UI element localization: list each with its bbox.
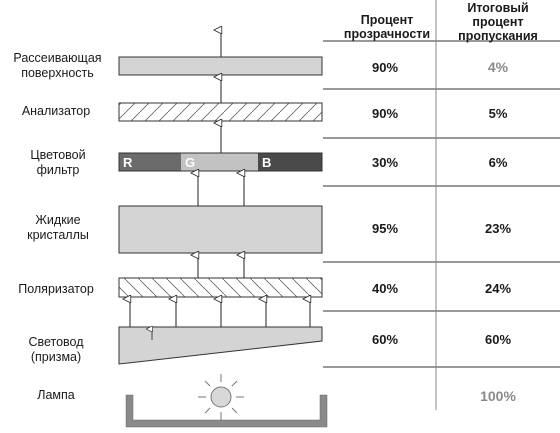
total-transmission-value: 6% [488,155,508,170]
filter-letter-b: B [262,155,272,170]
transparency-value: 95% [371,221,399,236]
header-transparency: Процент прозрачности [343,13,431,41]
liquid-crystals-panel [118,205,323,254]
table-grid [323,0,560,410]
layer-label-liquid-crystals: Жидкие кристаллы [27,213,89,242]
polarizer-panel [118,277,323,298]
total-transmission-value: 4% [487,59,509,75]
total-transmission-value: 23% [484,221,512,236]
transparency-value: 60% [371,332,399,347]
layer-label-color-filter: Цветовой фильтр [30,148,86,177]
filter-letter-r: R [123,155,133,170]
transparency-value: 90% [371,60,399,75]
lamp-icon [198,374,244,420]
lamp-reflector [125,394,328,428]
color-filter-panel [118,152,323,172]
transparency-value: 30% [371,155,399,170]
light-arrows [130,30,310,340]
layer-label-analyzer: Анализатор [21,104,91,118]
total-transmission-value: 60% [484,332,512,347]
layer-label-lamp: Лампа [37,388,75,402]
transparency-value: 90% [371,106,399,121]
scattering-surface-panel [118,56,323,76]
light-guide-prism [118,326,323,365]
analyzer-panel [118,102,323,122]
layer-label-polarizer: Поляризатор [18,282,94,296]
total-transmission-value: 100% [480,388,516,404]
transparency-value: 40% [371,281,399,296]
total-transmission-value: 24% [484,281,512,296]
layer-label-light-guide: Световод (призма) [28,335,84,364]
total-transmission-value: 5% [488,106,508,121]
layer-label-scattering-surface: Рассеивающая поверхность [13,51,102,80]
filter-letter-g: G [185,155,196,170]
header-total-transmission: Итоговый процент пропускания [458,1,538,43]
